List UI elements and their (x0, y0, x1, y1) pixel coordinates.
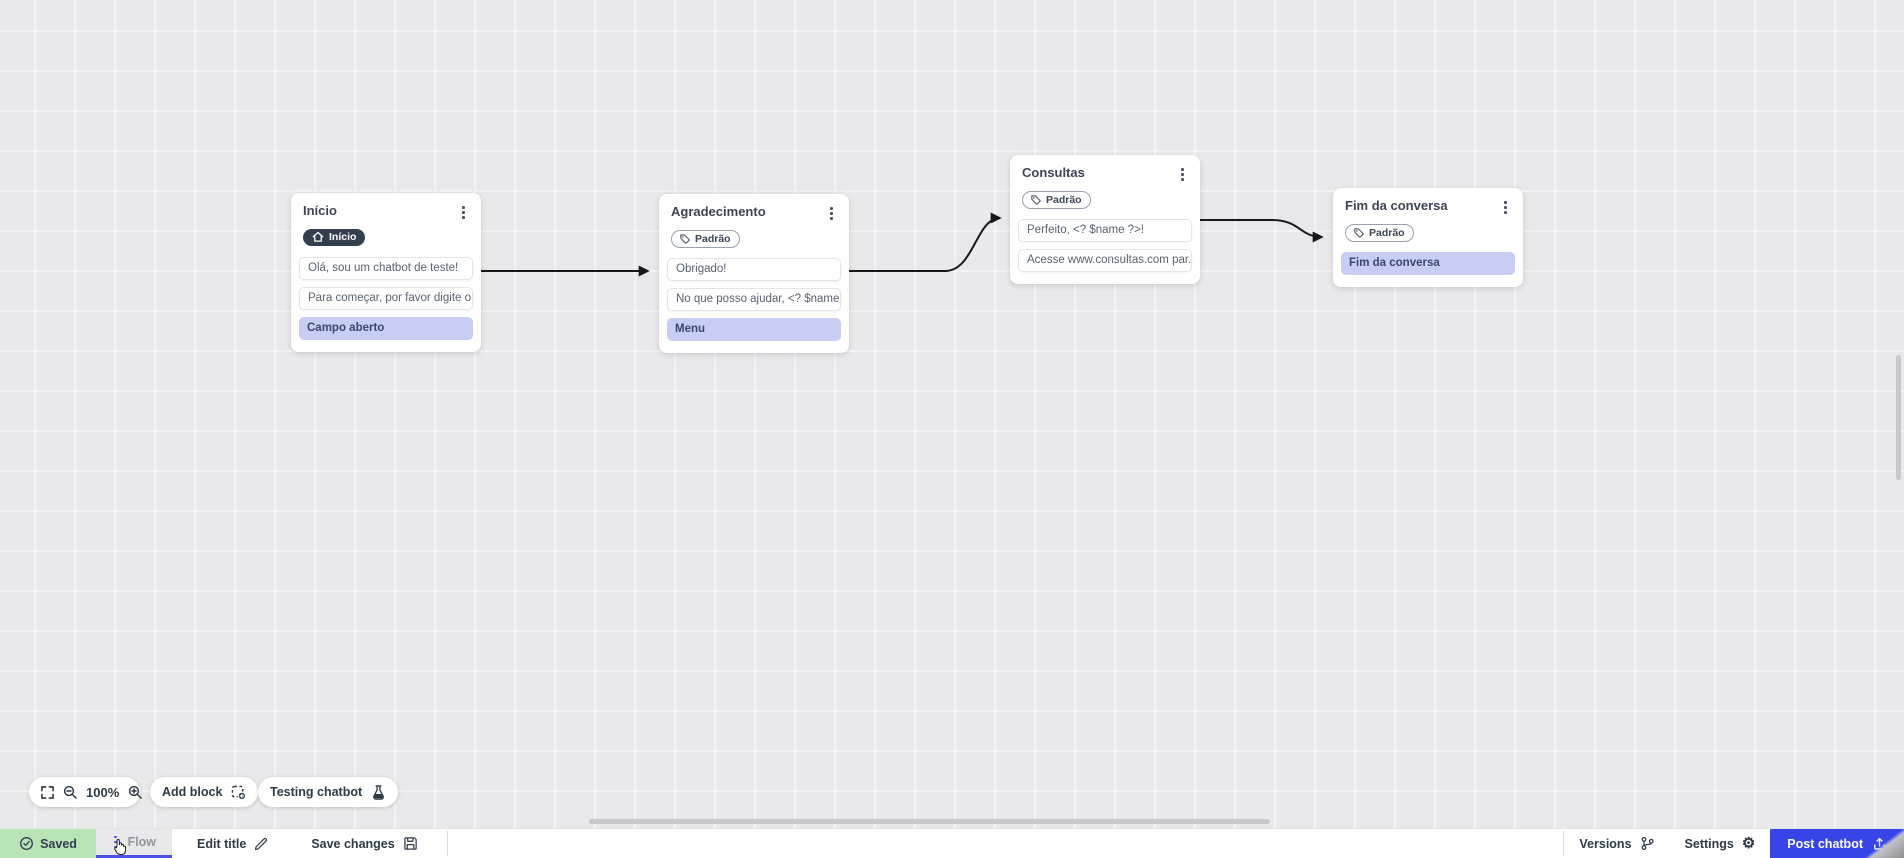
flow-node-agradecimento[interactable]: Agradecimento Padrão Obrigado! No que po… (659, 194, 849, 353)
flow-tab-label: Flow (127, 835, 157, 849)
node-header: Consultas (1018, 165, 1192, 184)
message-row[interactable]: Olá, sou um chatbot de teste! (299, 257, 473, 281)
message-row[interactable]: Acesse www.consultas.com par... (1018, 248, 1192, 272)
tab-flow[interactable]: Flow (96, 829, 172, 858)
start-badge: Início (303, 228, 366, 246)
badge-line: Padrão (667, 229, 841, 249)
node-header: Início (299, 203, 473, 222)
post-chatbot-button[interactable]: Post chatbot (1770, 829, 1904, 858)
testing-chatbot-label: Testing chatbot (270, 785, 363, 799)
save-changes-button[interactable]: Save changes (296, 829, 432, 858)
message-row[interactable]: No que posso ajudar, <? $name ... (667, 287, 841, 311)
gear-icon: ⚙ (1741, 835, 1756, 852)
message-row[interactable]: Obrigado! (667, 257, 841, 281)
node-title: Agradecimento (671, 204, 766, 219)
versions-label: Versions (1579, 836, 1632, 851)
flow-node-inicio[interactable]: Início Início Olá, sou um chatbot de tes… (291, 193, 481, 353)
versions-button[interactable]: Versions (1564, 829, 1669, 858)
padrao-badge: Padrão (1345, 223, 1414, 242)
add-block-label: Add block (162, 785, 223, 799)
badge-label: Padrão (1046, 193, 1082, 206)
flow-canvas[interactable]: Início Início Olá, sou um chatbot de tes… (0, 0, 1904, 828)
zoom-in-icon[interactable] (128, 785, 142, 799)
message-row[interactable]: Para começar, por favor digite o ... (299, 287, 473, 311)
edit-title-label: Edit title (197, 836, 247, 851)
node-title: Início (303, 203, 337, 218)
check-circle-icon (20, 837, 34, 850)
add-block-icon (231, 785, 247, 800)
node-title: Fim da conversa (1345, 198, 1448, 213)
message-row[interactable]: Perfeito, <? $name ?>! (1018, 218, 1192, 242)
padrao-badge: Padrão (671, 229, 740, 248)
kebab-menu-icon[interactable] (826, 204, 837, 223)
pencil-icon (255, 837, 268, 851)
divider (1563, 831, 1565, 856)
node-title: Consultas (1022, 165, 1085, 180)
badge-line: Início (299, 228, 473, 249)
zoom-out-icon[interactable] (63, 785, 77, 799)
upload-icon (1874, 837, 1885, 850)
menu-row[interactable]: Menu (667, 317, 841, 341)
node-header: Fim da conversa (1341, 198, 1515, 217)
branch-icon (1641, 836, 1654, 851)
badge-label: Padrão (1369, 226, 1405, 239)
bottom-bar-spacer (448, 829, 1564, 858)
flow-node-consultas[interactable]: Consultas Padrão Perfeito, <? $name ?>! … (1010, 155, 1200, 284)
badge-line: Padrão (1018, 190, 1192, 210)
divider (446, 831, 448, 856)
edit-title-button[interactable]: Edit title (182, 829, 284, 858)
fullscreen-icon[interactable] (41, 785, 54, 799)
flow-kebab-menu-icon[interactable] (112, 834, 119, 850)
horizontal-scrollbar[interactable] (589, 819, 1270, 824)
node-header: Agradecimento (667, 204, 841, 223)
settings-label: Settings (1684, 836, 1734, 851)
home-icon (312, 232, 324, 243)
save-icon (403, 837, 417, 850)
bottom-bar: Saved Flow Edit title Save changes Versi… (0, 828, 1904, 858)
badge-line: Padrão (1341, 223, 1515, 243)
kebab-menu-icon[interactable] (458, 203, 469, 222)
flask-icon (371, 784, 386, 800)
badge-label: Padrão (695, 232, 731, 245)
zoom-toolbar: 100% (29, 777, 142, 807)
tag-icon (680, 234, 690, 244)
settings-button[interactable]: Settings ⚙ (1670, 829, 1771, 858)
save-changes-label: Save changes (311, 836, 395, 851)
saved-label: Saved (40, 836, 77, 851)
tag-icon (1031, 195, 1041, 205)
kebab-menu-icon[interactable] (1177, 165, 1188, 184)
end-row[interactable]: Fim da conversa (1341, 251, 1515, 275)
padrao-badge: Padrão (1022, 190, 1091, 209)
add-block-button[interactable]: Add block (150, 777, 259, 807)
vertical-scrollbar[interactable] (1896, 355, 1901, 480)
flow-node-fim-da-conversa[interactable]: Fim da conversa Padrão Fim da conversa (1333, 188, 1523, 287)
kebab-menu-icon[interactable] (1500, 198, 1511, 217)
zoom-level: 100% (86, 784, 120, 800)
connector-agradecimento-consultas[interactable] (848, 212, 1002, 272)
post-chatbot-label: Post chatbot (1787, 836, 1863, 851)
connector-consultas-fim[interactable] (1200, 219, 1324, 243)
tag-icon (1354, 228, 1364, 238)
connector-layer (481, 212, 1324, 277)
status-badge: Saved (0, 829, 96, 858)
testing-chatbot-button[interactable]: Testing chatbot (258, 777, 399, 807)
input-row[interactable]: Campo aberto (299, 317, 473, 341)
badge-label: Início (329, 230, 357, 243)
